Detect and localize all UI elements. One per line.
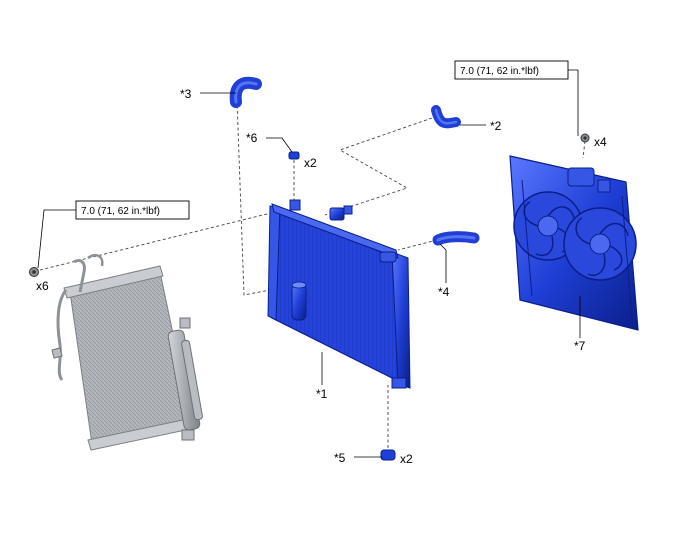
callout-hose-lower: *4 <box>438 285 450 299</box>
assembly-lines <box>39 99 586 448</box>
leader-lines <box>37 69 581 458</box>
qty-top-cap: x2 <box>304 156 317 170</box>
bottom-cap <box>380 449 396 461</box>
torque-fan-text: 7.0 (71, 62 in.*lbf) <box>460 66 539 77</box>
hose-upper-right <box>431 105 461 129</box>
torque-box-condenser: 7.0 (71, 62 in.*lbf) <box>75 200 190 220</box>
qty-bottom-cap: x2 <box>400 452 413 466</box>
callout-hose-upper-right: *2 <box>490 119 502 133</box>
callout-labels: *3 *2 *6 x2 *4 *1 *5 x2 *7 x4 x6 <box>36 87 607 466</box>
torque-condenser-text: 7.0 (71, 62 in.*lbf) <box>81 206 160 217</box>
callout-top-cap: *6 <box>246 131 258 145</box>
callout-radiator: *1 <box>316 387 328 401</box>
condenser-bolt <box>29 267 39 277</box>
torque-box-fan: 7.0 (71, 62 in.*lbf) <box>454 60 569 80</box>
top-cap <box>288 151 300 160</box>
radiator <box>267 199 411 389</box>
qty-condenser-bolt: x6 <box>36 279 49 293</box>
fan-shroud-assembly <box>509 155 639 331</box>
callout-bottom-cap: *5 <box>334 451 346 465</box>
qty-fan-bolt: x4 <box>594 135 607 149</box>
fan-bolt <box>580 133 590 143</box>
hose-lower <box>432 231 480 246</box>
callout-fan-shroud: *7 <box>574 339 586 353</box>
condenser-assembly <box>51 254 203 451</box>
hose-upper-left <box>229 76 262 108</box>
callout-hose-upper-left: *3 <box>180 87 192 101</box>
